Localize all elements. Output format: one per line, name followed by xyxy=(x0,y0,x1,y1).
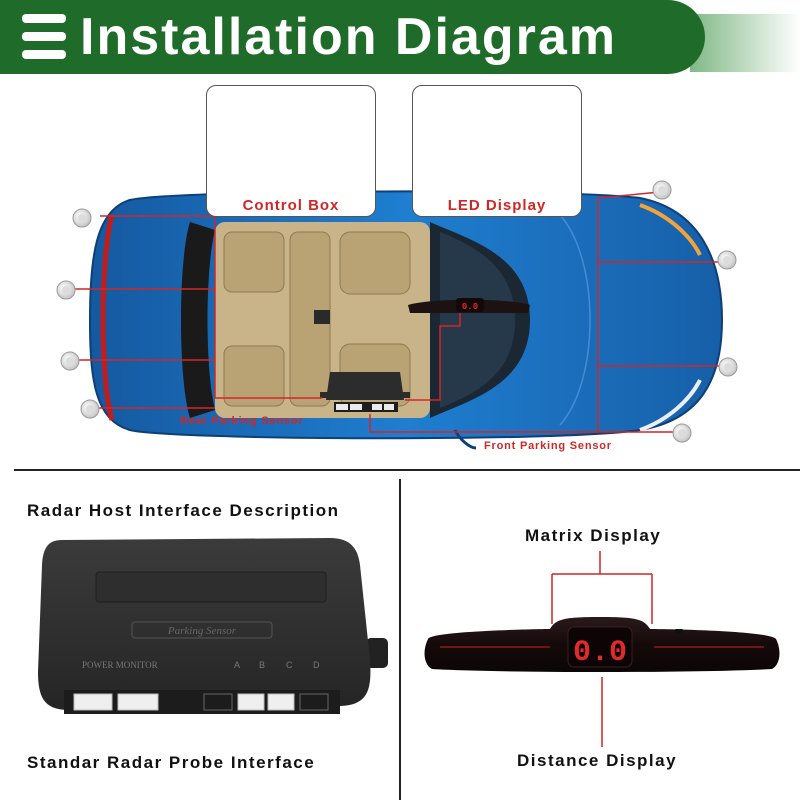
host-power-label: POWER MONITOR xyxy=(82,660,158,670)
host-port-d: D xyxy=(313,660,320,670)
distance-readout: 0.0 xyxy=(573,636,627,670)
led-display-label: LED Display xyxy=(413,197,581,214)
radar-host-image: Parking Sensor POWER MONITOR A B C D xyxy=(0,0,400,800)
front-sensor-label: Front Parking Sensor xyxy=(484,440,612,452)
probe-interface-caption: Standar Radar Probe Interface xyxy=(27,753,315,773)
host-port-a: A xyxy=(234,660,240,670)
host-port-c: C xyxy=(286,660,293,670)
host-port-b: B xyxy=(259,660,265,670)
svg-text:0.0: 0.0 xyxy=(462,302,478,312)
distance-display-label: Distance Display xyxy=(517,751,677,771)
host-brand-text: Parking Sensor xyxy=(167,625,237,637)
led-display-callout: LED Display xyxy=(412,85,582,217)
